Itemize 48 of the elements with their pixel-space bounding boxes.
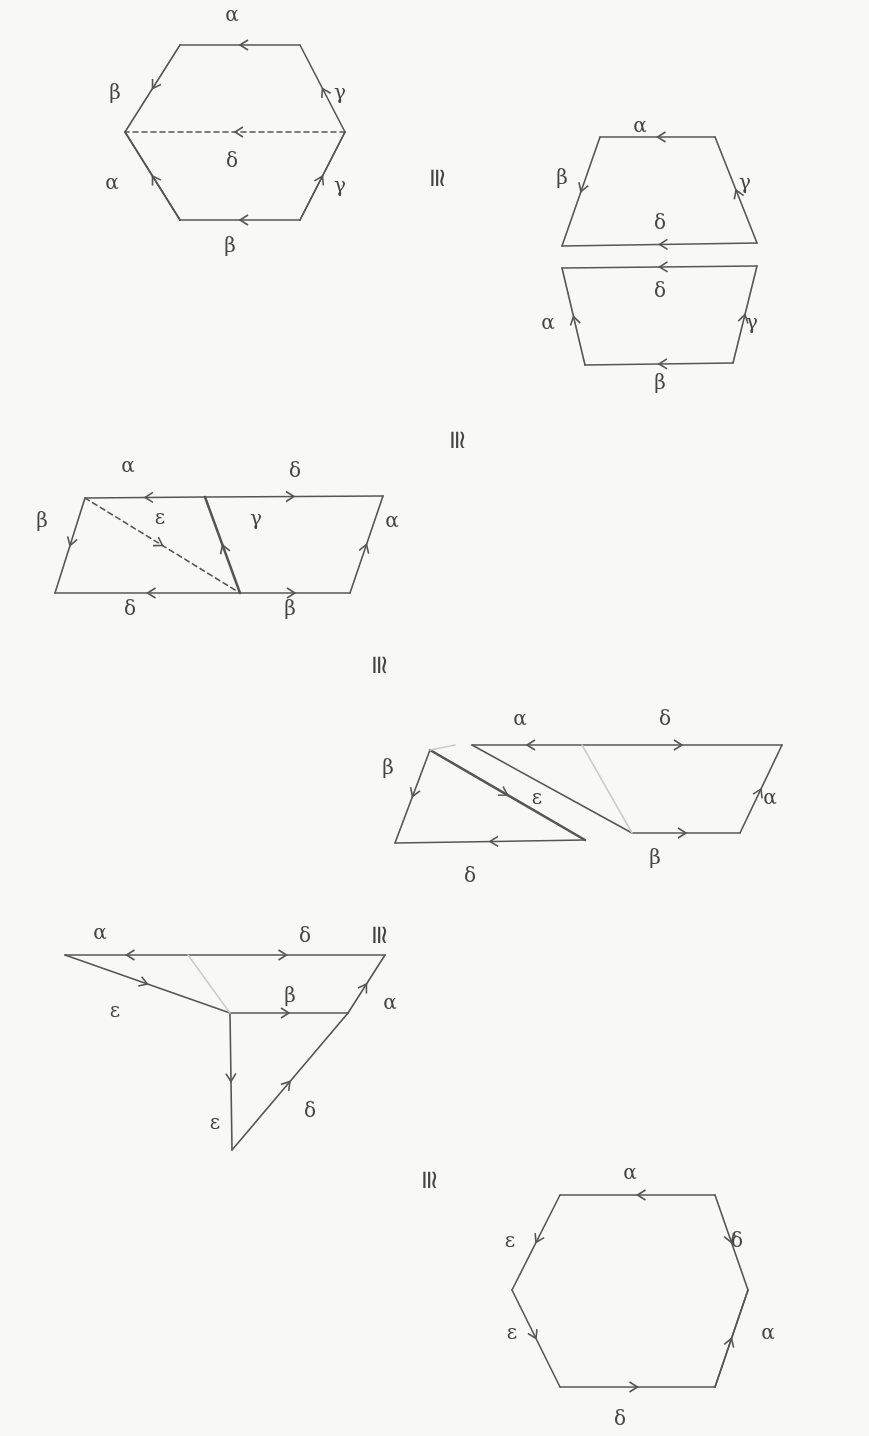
- greek-letter: δ: [299, 925, 311, 945]
- greek-letter: β: [284, 985, 296, 1005]
- greek-letter: γ: [334, 175, 346, 195]
- greek-letter: δ: [464, 865, 476, 885]
- congruence-symbol: ≅: [367, 924, 393, 946]
- greek-letter: β: [654, 372, 666, 392]
- congruence-symbol: ≅: [445, 429, 471, 451]
- greek-letter: ε: [504, 1230, 516, 1250]
- congruence-symbol: ≅: [417, 1169, 443, 1191]
- greek-letter: β: [649, 847, 661, 867]
- greek-letter: α: [225, 4, 239, 24]
- congruence-symbol: ≅: [367, 654, 393, 676]
- greek-letter: ε: [531, 787, 543, 807]
- greek-letter: δ: [654, 280, 666, 300]
- greek-letter: β: [224, 235, 236, 255]
- greek-letter: δ: [654, 212, 666, 232]
- greek-letter: α: [121, 455, 135, 475]
- greek-letter: α: [633, 115, 647, 135]
- greek-letter: ε: [154, 507, 166, 527]
- greek-letter: δ: [226, 150, 238, 170]
- greek-letter: δ: [731, 1230, 743, 1250]
- greek-letter: α: [93, 922, 107, 942]
- greek-letter: α: [541, 312, 555, 332]
- greek-letter: δ: [304, 1100, 316, 1120]
- greek-letter: ε: [506, 1322, 518, 1342]
- greek-letter: α: [623, 1162, 637, 1182]
- greek-letter: δ: [614, 1408, 626, 1428]
- greek-letter: δ: [289, 460, 301, 480]
- greek-letter: α: [513, 708, 527, 728]
- greek-letter: γ: [334, 82, 346, 102]
- greek-letter: β: [284, 598, 296, 618]
- greek-letter: α: [385, 510, 399, 530]
- greek-letter: δ: [659, 708, 671, 728]
- greek-letter: α: [763, 787, 777, 807]
- greek-letter: β: [556, 167, 568, 187]
- greek-letter: α: [383, 992, 397, 1012]
- greek-letter: β: [382, 757, 394, 777]
- greek-letter: ε: [109, 1000, 121, 1020]
- greek-letter: δ: [124, 598, 136, 618]
- greek-letter: β: [109, 82, 121, 102]
- greek-letter: α: [761, 1322, 775, 1342]
- greek-letter: γ: [739, 172, 751, 192]
- greek-letter: β: [36, 510, 48, 530]
- greek-letter: ε: [209, 1112, 221, 1132]
- congruence-symbol: ≅: [425, 167, 451, 189]
- greek-letter: α: [105, 172, 119, 192]
- greek-letter: γ: [746, 312, 758, 332]
- greek-letter: γ: [250, 508, 262, 528]
